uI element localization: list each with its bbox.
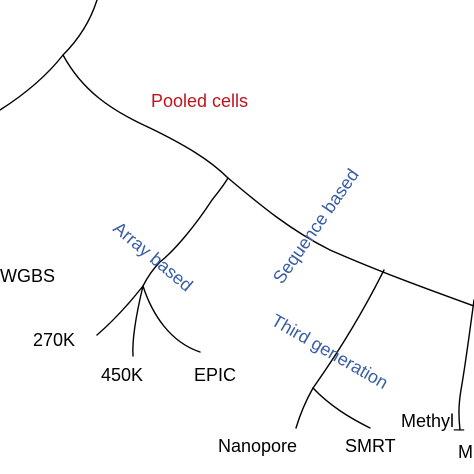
branch-left-arc [0, 54, 64, 111]
label-pooled-cells: Pooled cells [151, 91, 248, 111]
branch-sequence-main [227, 177, 474, 307]
leaf-epic: EPIC [194, 365, 236, 385]
tree-branches [0, 0, 474, 431]
branch-right-edge [458, 299, 474, 431]
label-array-based: Array based [109, 218, 196, 296]
branch-smrt [312, 387, 371, 429]
label-sequence-based: Sequence based [269, 165, 363, 287]
branch-450k [132, 285, 144, 357]
leaf-methyl: Methyl_ [401, 411, 465, 432]
leaf-smrt: SMRT [345, 436, 396, 456]
leaf-nanopore: Nanopore [218, 436, 297, 456]
branch-pooled-cells [62, 54, 229, 179]
label-third-generation: Third generation [268, 310, 392, 393]
branch-third-generation [312, 269, 385, 389]
leaf-cut-m: M [458, 442, 473, 462]
leaf-270k: 270K [33, 330, 75, 350]
leaf-wgbs: WGBS [0, 266, 55, 286]
branch-epic [142, 285, 201, 353]
branch-270k [96, 285, 144, 336]
leaf-450k: 450K [101, 365, 143, 385]
branch-array-stem [142, 177, 229, 287]
branch-nanopore [295, 387, 314, 429]
branch-top-arc [62, 0, 98, 56]
